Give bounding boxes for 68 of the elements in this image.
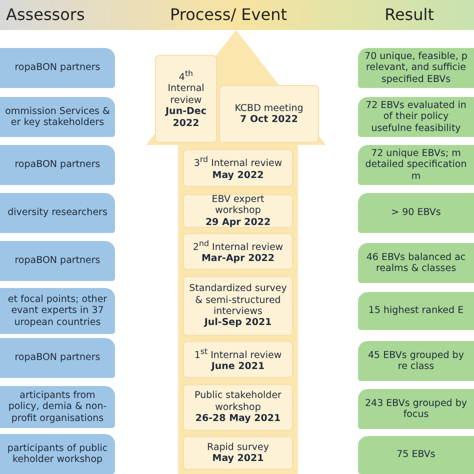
assessor-box [0,48,115,88]
event-box [183,384,293,431]
event-box [183,233,293,270]
event-text: KCBD meeting [234,102,304,114]
event-text: Rapid survey [207,442,269,453]
result-text: 72 EBVs evaluated in of their policy usefulne feasibility [364,100,468,134]
block-arrow [146,30,326,474]
event-box [183,436,293,470]
assessor-text: diversity researchers [8,207,108,219]
event-box [183,341,293,378]
result-text: 75 EBVs [396,449,436,461]
event-text: 2$^{nd}$ Internal review [192,238,284,254]
event-box [183,194,293,228]
result-text: 70 unique, feasible, p relevant, and sufficie specified EBVs [364,50,468,86]
date-text: Mar-Apr 2022 [201,253,275,264]
result-box [358,389,474,429]
result-text: > 90 EBVs [391,207,441,219]
event-box [183,276,293,336]
column-heading: Process/ Event [170,5,288,24]
date-text: 26-28 May 2021 [195,413,281,425]
date-text: Jun-Dec 2022 [164,106,208,130]
assessor-box [0,386,115,428]
date-text: May 2021 [212,453,264,464]
result-box [358,243,474,283]
date-text: Jul-Sep 2021 [204,317,272,329]
result-box [358,145,474,185]
event-box [155,55,217,143]
assessor-text: ommission Services & er key stakeholders [4,106,111,128]
result-text: 72 unique EBVs; m detailed specification m [364,148,468,182]
date-text: 29 Apr 2022 [205,216,271,228]
date-text: May 2022 [212,170,264,181]
event-text: Public stakeholder workshop [194,390,282,414]
event-text: 1$^{st}$ Internal review [194,346,282,362]
assessor-box [0,97,115,137]
result-box [358,193,474,233]
result-box [358,292,474,330]
assessor-text: ropaBON partners [14,159,100,171]
assessor-box [0,434,115,474]
event-text: Standardized survey & semi-structured interviews [188,283,288,318]
result-box [358,48,474,88]
event-text: EBV expert workshop [210,194,266,217]
assessor-text: ropaBON partners [14,255,100,267]
result-text: 45 EBVs grouped by re class [367,350,465,372]
date-text: 7 Oct 2022 [240,114,298,126]
assessor-text: ropaBON partners [14,62,100,74]
date-text: June 2021 [211,361,265,372]
event-box [219,85,319,143]
assessor-box [0,193,115,233]
assessor-box [0,241,115,281]
assessor-text: et focal points; other evant experts in 37 uropean countries [6,294,108,328]
result-text: 15 highest ranked E [368,305,464,317]
result-text: 46 EBVs balanced ac realms & classes [365,252,467,274]
header-band [0,0,474,30]
event-text: 3$^{rd}$ Internal review [194,155,282,170]
result-text: 243 EBVs grouped by focus [364,398,468,420]
column-heading: Result [384,5,434,24]
assessor-box [0,288,115,334]
assessor-box [0,145,115,185]
result-box [358,436,474,474]
event-box [183,149,293,187]
event-text: 4$^{th}$ Internal review [166,68,206,106]
assessor-text: ropaBON partners [14,352,100,364]
column-heading: Assessors [6,5,85,24]
result-box [358,341,474,381]
assessor-text: participants of public keholder workshop [6,442,109,466]
result-box [358,97,474,137]
assessor-text: articipants from policy, demia & non-profit organisations [7,390,108,424]
assessor-box [0,338,115,378]
